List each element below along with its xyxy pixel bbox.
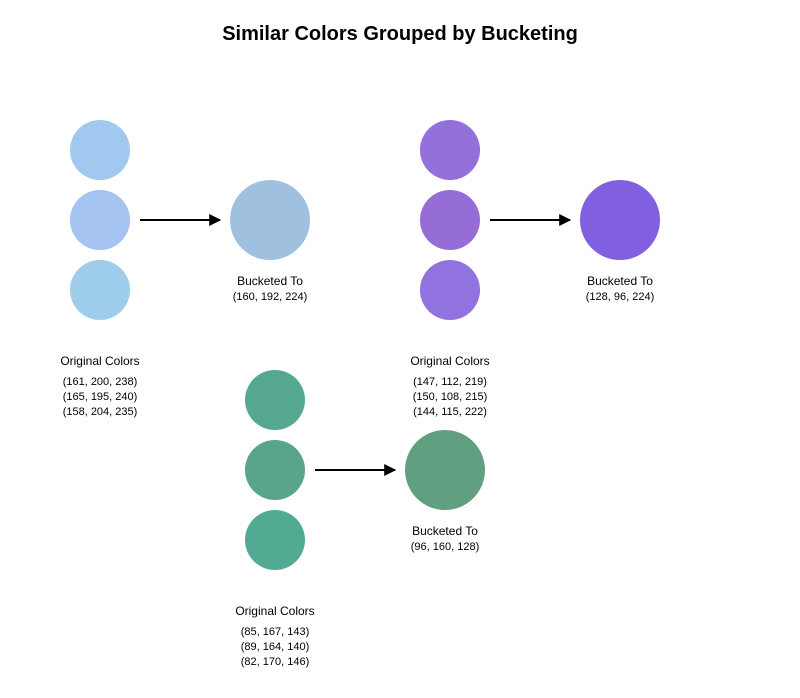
original-color-swatch xyxy=(420,190,480,250)
color-group-green: Bucketed To (96, 160, 128) Original Colo… xyxy=(235,370,485,668)
original-color-swatch xyxy=(420,260,480,320)
bucketed-color-swatch xyxy=(580,180,660,260)
original-color-swatch xyxy=(70,260,130,320)
original-color-swatch xyxy=(70,120,130,180)
original-color-value: (82, 170, 146) xyxy=(241,656,310,668)
bucketed-color-swatch xyxy=(230,180,310,260)
original-color-value: (144, 115, 222) xyxy=(413,406,487,418)
original-color-value: (89, 164, 140) xyxy=(241,641,310,653)
original-color-value: (161, 200, 238) xyxy=(63,376,138,388)
bucketed-color-swatch xyxy=(405,430,485,510)
bucketed-to-value: (128, 96, 224) xyxy=(586,291,655,303)
original-color-swatch xyxy=(70,190,130,250)
original-colors-label: Original Colors xyxy=(235,604,314,618)
bucketed-to-value: (96, 160, 128) xyxy=(411,541,480,553)
original-color-swatch xyxy=(245,370,305,430)
original-color-value: (147, 112, 219) xyxy=(413,376,487,388)
bucketed-to-label: Bucketed To xyxy=(237,274,303,288)
original-color-swatch xyxy=(245,440,305,500)
original-colors-label: Original Colors xyxy=(410,354,489,368)
original-color-value: (150, 108, 215) xyxy=(413,391,488,403)
bucketed-to-label: Bucketed To xyxy=(412,524,478,538)
original-color-value: (158, 204, 235) xyxy=(63,406,138,418)
bucketed-to-value: (160, 192, 224) xyxy=(233,291,308,303)
color-group-blue: Bucketed To (160, 192, 224) Original Col… xyxy=(60,120,310,418)
original-color-swatch xyxy=(420,120,480,180)
original-color-value: (85, 167, 143) xyxy=(241,626,310,638)
original-color-swatch xyxy=(245,510,305,570)
bucketed-to-label: Bucketed To xyxy=(587,274,653,288)
original-color-value: (165, 195, 240) xyxy=(63,391,138,403)
diagram-title: Similar Colors Grouped by Bucketing xyxy=(222,23,578,45)
color-group-purple: Bucketed To (128, 96, 224) Original Colo… xyxy=(410,120,660,418)
original-colors-label: Original Colors xyxy=(60,354,139,368)
